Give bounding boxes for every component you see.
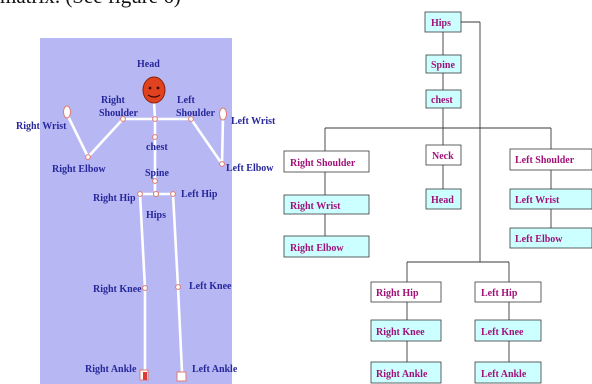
node-left-elbow-label: Left Elbow [515, 234, 563, 245]
label-right-knee: Right Knee [93, 284, 142, 295]
bone-left-thigh [171, 192, 180, 289]
label-left-wrist: Left Wrist [231, 116, 276, 127]
bone-left-upper-arm [189, 117, 224, 166]
bone-neck [152, 100, 157, 120]
label-left-elbow: Left Elbow [226, 163, 274, 174]
node-right-shoulder-label: Right Shoulder [290, 158, 356, 169]
node-left-knee: Left Knee [474, 319, 542, 342]
label-right-ankle: Right Ankle [85, 364, 137, 375]
skeleton-labels: Head Right Shoulder Left Shoulder Right … [16, 59, 276, 375]
joint-chest [152, 134, 158, 140]
node-head: Head [425, 188, 462, 210]
hierarchy-tree: Hips Spine chest Right Shoulder Neck Lef… [283, 11, 592, 384]
label-right-hip: Right Hip [93, 193, 136, 204]
joint-neck [152, 116, 158, 122]
head-icon [142, 76, 166, 104]
node-left-wrist: Left Wrist [509, 188, 592, 210]
label-left-hip: Left Hip [181, 189, 218, 200]
label-hips: Hips [146, 210, 166, 221]
caption-text: matrix. (See figure 6) [0, 0, 181, 9]
node-right-ankle: Right Ankle [370, 361, 442, 384]
node-left-shoulder: Left Shoulder [509, 148, 592, 171]
right-foot-mark [143, 372, 147, 380]
node-left-ankle-label: Left Ankle [481, 369, 527, 380]
node-right-hip: Right Hip [370, 281, 442, 303]
label-head: Head [137, 59, 160, 70]
node-chest-label: chest [431, 95, 453, 106]
node-left-wrist-label: Left Wrist [515, 195, 560, 206]
joint-right-elbow [85, 154, 91, 160]
label-spine: Spine [145, 168, 169, 179]
node-right-hip-label: Right Hip [376, 288, 419, 299]
joint-right-hip [137, 191, 143, 197]
node-left-hip: Left Hip [474, 281, 542, 303]
joint-left-shoulder [188, 116, 194, 122]
node-right-ankle-label: Right Ankle [376, 369, 428, 380]
node-spine: Spine [425, 54, 462, 74]
skeleton-joints [85, 116, 225, 291]
left-hand [219, 107, 227, 121]
node-left-shoulder-label: Left Shoulder [515, 155, 575, 166]
node-hips: Hips [424, 11, 462, 33]
node-head-label: Head [431, 195, 454, 206]
node-left-elbow: Left Elbow [509, 227, 592, 249]
bone-right-forearm [65, 112, 90, 159]
node-left-ankle: Left Ankle [474, 361, 542, 384]
right-hand [63, 105, 71, 119]
label-left-shoulder-2: Shoulder [176, 108, 215, 119]
skeleton-panel [40, 38, 232, 384]
node-right-shoulder: Right Shoulder [283, 150, 370, 173]
node-spine-label: Spine [431, 60, 455, 71]
node-neck-label: Neck [432, 151, 454, 162]
skeleton-bones [65, 100, 225, 374]
node-right-knee-label: Right Knee [376, 327, 425, 338]
joint-hips [152, 190, 160, 198]
label-left-shoulder-1: Left [177, 95, 195, 106]
joint-left-elbow [219, 161, 225, 167]
node-left-hip-label: Left Hip [481, 288, 518, 299]
joint-right-shoulder [120, 116, 126, 122]
node-right-wrist: Right Wrist [283, 194, 370, 215]
label-right-shoulder-2: Shoulder [99, 108, 138, 119]
bone-left-shin [176, 285, 184, 374]
label-right-wrist: Right Wrist [16, 121, 67, 132]
joint-left-hip [170, 191, 176, 197]
node-right-elbow-label: Right Elbow [290, 243, 344, 254]
label-left-knee: Left Knee [189, 281, 232, 292]
node-hips-label: Hips [431, 18, 451, 29]
label-left-ankle: Left Ankle [192, 364, 238, 375]
skeleton-figure: Head Right Shoulder Left Shoulder Right … [16, 59, 276, 382]
node-left-knee-label: Left Knee [481, 327, 524, 338]
label-right-shoulder-1: Right [101, 95, 126, 106]
bone-right-upper-arm [86, 117, 125, 159]
joint-spine [152, 178, 158, 184]
node-chest: chest [425, 89, 462, 109]
label-right-elbow: Right Elbow [52, 164, 106, 175]
node-right-knee: Right Knee [370, 319, 442, 342]
left-foot [176, 371, 187, 382]
node-neck: Neck [425, 144, 462, 166]
joint-right-knee [142, 285, 148, 291]
tree-edges [324, 21, 552, 362]
bone-left-forearm [220, 116, 225, 166]
bone-right-thigh [138, 192, 147, 290]
label-chest: chest [146, 142, 168, 153]
joint-left-knee [175, 284, 181, 290]
node-right-wrist-label: Right Wrist [290, 201, 341, 212]
node-right-elbow: Right Elbow [283, 235, 370, 258]
